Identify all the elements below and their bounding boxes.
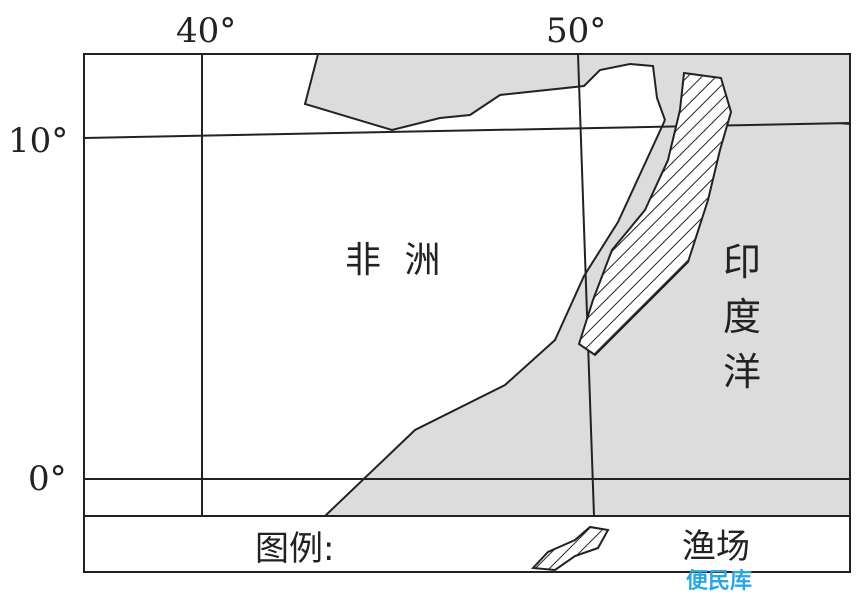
meridian-50 [577, 53, 595, 517]
indian-ocean-label-3: 洋 [723, 350, 761, 394]
legend-fishery-label: 渔场 [682, 527, 750, 567]
legend-box [83, 515, 851, 573]
africa-label: 非 洲 [345, 240, 446, 281]
lat-label-10: 10° [8, 121, 68, 161]
legend-title: 图例: [255, 529, 334, 569]
indian-ocean-label-2: 度 [723, 295, 761, 339]
indian-ocean-label-1: 印 [723, 240, 761, 284]
african-coastline [324, 119, 666, 517]
lon-label-50: 50° [546, 11, 606, 51]
lat-label-0: 0° [28, 459, 67, 499]
legend-fishery-swatch [530, 525, 610, 572]
watermark-text: 便民库 [686, 569, 752, 594]
lon-label-40: 40° [176, 11, 236, 51]
fishery-area [577, 71, 733, 357]
